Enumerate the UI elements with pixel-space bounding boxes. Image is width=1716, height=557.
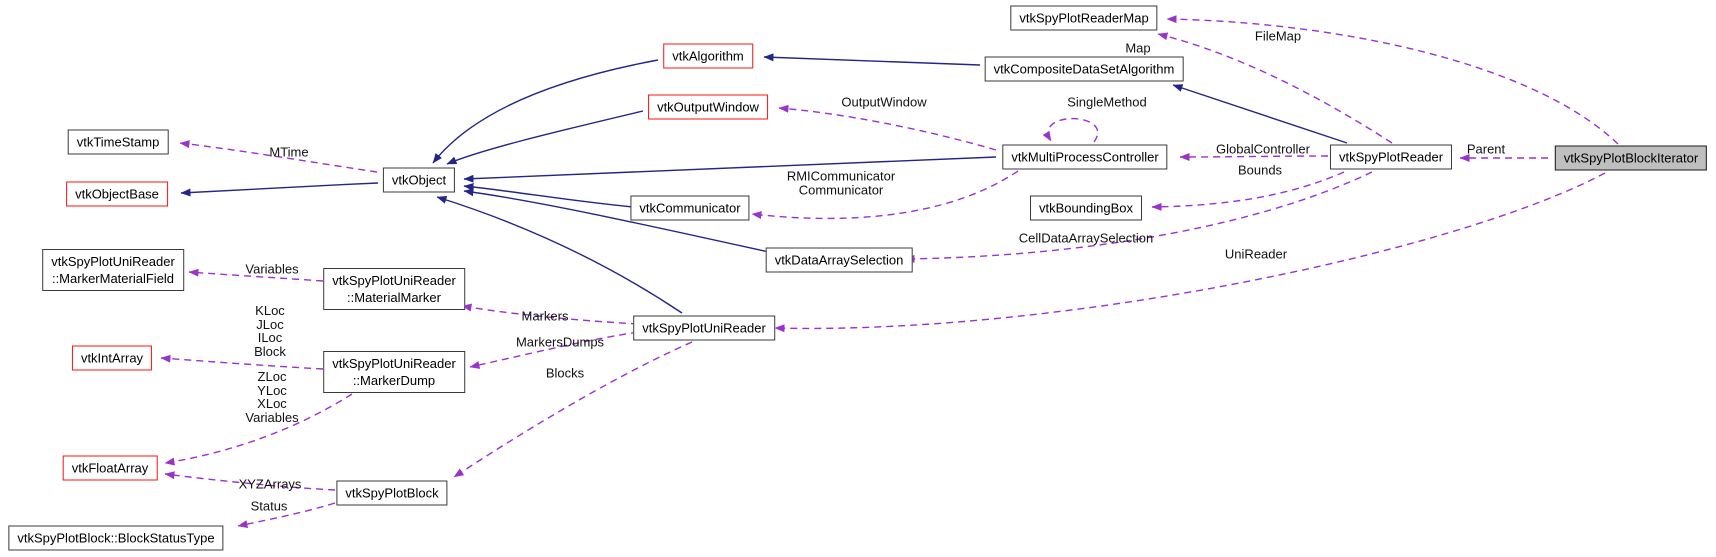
node-vtkmultiprocesscontroller: vtkMultiProcessController <box>1002 144 1168 170</box>
edge-kloc-jloc-iloc-block <box>160 354 324 370</box>
node-vtkdataarrayselection: vtkDataArraySelection <box>765 247 913 273</box>
edge-label-xyzarrays: XYZArrays <box>238 476 302 492</box>
edge-label-rmicommunicator: RMICommunicator Communicator <box>786 168 896 197</box>
node-markermaterialfield: vtkSpyPlotUniReader ::MarkerMaterialFiel… <box>42 249 184 291</box>
edge-vtkmultiprocesscontroller-to-vtkobject <box>463 156 997 183</box>
node-vtkfloatarray: vtkFloatArray <box>62 455 158 481</box>
node-vtkobjectbase: vtkObjectBase <box>66 181 168 207</box>
edge-singlemethod-selfloop <box>1042 117 1099 143</box>
edge-rmicommunicator <box>751 170 1019 220</box>
edge-label-outputwindow: OutputWindow <box>841 94 927 110</box>
edge-filemap <box>1166 15 1619 145</box>
edge-outputwindow <box>778 104 997 151</box>
edge-label-status: Status <box>250 498 288 514</box>
node-vtkspyplotblock: vtkSpyPlotBlock <box>336 480 448 506</box>
edge-label-unireader: UniReader <box>1224 246 1288 262</box>
edge-mtime <box>179 140 378 173</box>
edge-map <box>1157 32 1393 144</box>
edge-zloc-yloc-xloc-variables <box>164 393 353 466</box>
edge-celldataarrayselection <box>904 171 1373 263</box>
node-vtkspyplotunireader: vtkSpyPlotUniReader <box>633 315 775 341</box>
edge-status <box>237 502 336 529</box>
edge-bounds <box>1151 171 1345 211</box>
node-vtkspyplotreadermap: vtkSpyPlotReaderMap <box>1010 5 1158 31</box>
edge-unireader <box>774 172 1606 333</box>
node-markerdump: vtkSpyPlotUniReader ::MarkerDump <box>323 351 465 393</box>
edge-vtkalgorithm-to-vtkobject <box>432 59 659 164</box>
edge-vtkcompositedatasetalgorithm-to-vtkalgorithm <box>763 53 981 66</box>
edge-label-variables: Variables <box>245 261 299 277</box>
edge-label-parent: Parent <box>1466 141 1506 157</box>
edge-vtkdataarrayselection-to-vtkobject <box>463 188 779 255</box>
node-vtkoutputwindow: vtkOutputWindow <box>648 94 768 120</box>
node-vtkobject: vtkObject <box>382 167 456 193</box>
edge-label-zloc-stack: ZLoc YLoc XLoc Variables <box>245 369 299 425</box>
edge-vtkspyplotreader-to-vtkcompositedatasetalgorithm <box>1172 84 1348 144</box>
edge-markers <box>461 303 639 325</box>
node-vtkcommunicator: vtkCommunicator <box>630 195 750 221</box>
node-vtktimestamp: vtkTimeStamp <box>67 129 169 155</box>
edge-label-singlemethod: SingleMethod <box>1067 94 1147 110</box>
node-vtkboundingbox: vtkBoundingBox <box>1030 195 1142 221</box>
edge-label-filemap: FileMap <box>1254 28 1302 44</box>
edge-label-kloc-stack: KLoc JLoc ILoc Block <box>254 303 286 359</box>
edge-label-markers: Markers <box>521 308 569 324</box>
edge-xyzarrays <box>164 471 336 491</box>
node-vtkcompositedatasetalgorithm: vtkCompositeDataSetAlgorithm <box>984 56 1184 82</box>
edge-label-blocks: Blocks <box>545 365 585 381</box>
edge-label-markersdumps: MarkersDumps <box>515 334 605 350</box>
node-blockstatustype: vtkSpyPlotBlock::BlockStatusType <box>8 525 224 551</box>
node-vtkalgorithm: vtkAlgorithm <box>663 43 753 69</box>
edge-markersdumps <box>469 331 639 369</box>
edge-blocks <box>453 341 693 478</box>
node-vtkspyplotblockiterator: vtkSpyPlotBlockIterator <box>1554 145 1708 171</box>
edge-globalcontroller <box>1179 152 1329 161</box>
node-vtkintarray: vtkIntArray <box>71 345 153 371</box>
edge-vtkcommunicator-to-vtkobject <box>463 183 634 208</box>
edge-vtkspyplotunireader-to-vtkobject <box>436 196 683 314</box>
node-vtkspyplotreader: vtkSpyPlotReader <box>1329 144 1453 170</box>
edge-label-globalcontroller: GlobalController <box>1216 141 1310 157</box>
edge-variables <box>188 268 324 282</box>
edge-label-map: Map <box>1125 40 1151 56</box>
edge-label-celldataarrayselection: CellDataArraySelection <box>1018 230 1154 246</box>
edge-label-mtime: MTime <box>269 144 309 160</box>
edge-vtkobject-to-vtkobjectbase <box>180 182 379 197</box>
edge-vtkoutputwindow-to-vtkobject <box>446 110 644 165</box>
edge-label-bounds: Bounds <box>1237 162 1283 178</box>
node-materialmarker: vtkSpyPlotUniReader ::MaterialMarker <box>323 268 465 310</box>
